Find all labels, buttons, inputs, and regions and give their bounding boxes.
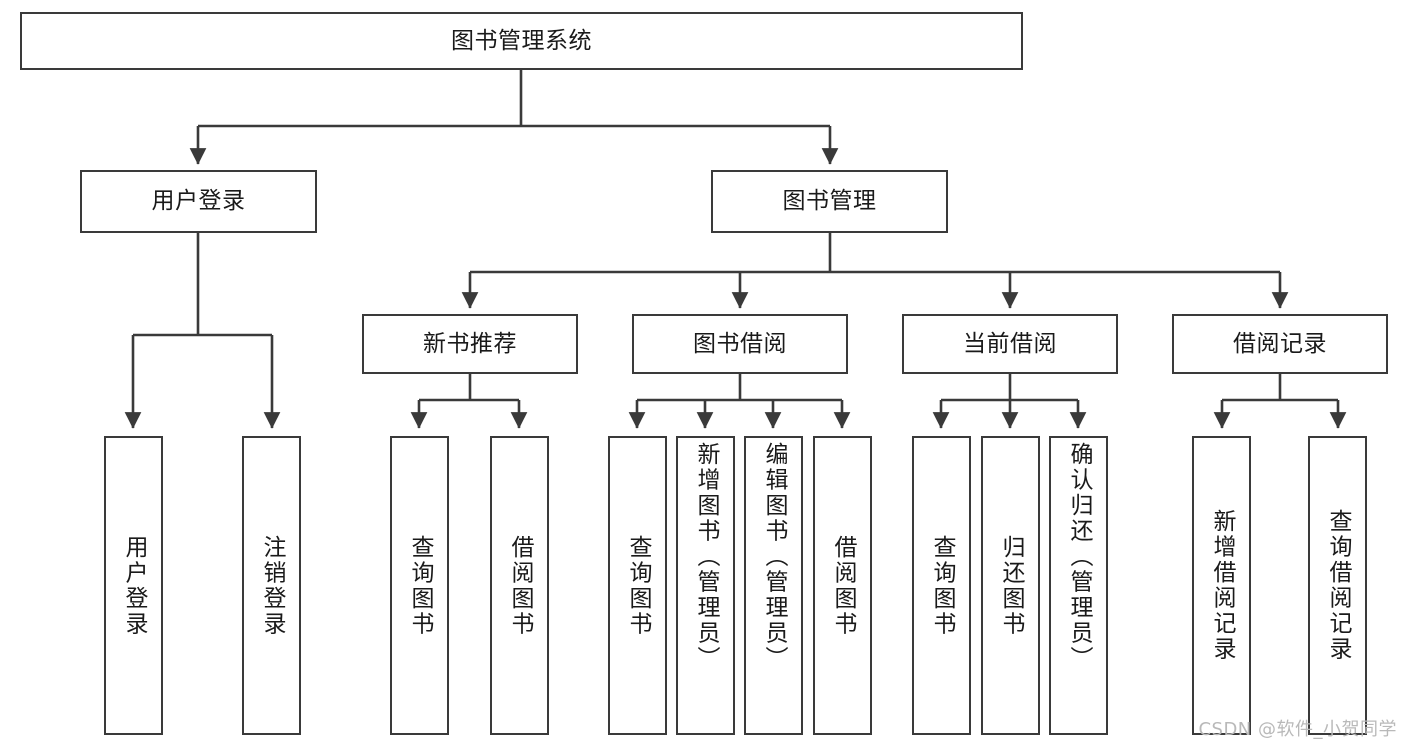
node-label: 用户登录 bbox=[151, 188, 246, 215]
node-label: 图书管理系统 bbox=[451, 27, 592, 54]
node-label: 查询图书 bbox=[407, 534, 433, 637]
node-label: 新书推荐 bbox=[423, 330, 517, 357]
node-label: 借阅记录 bbox=[1233, 330, 1327, 357]
leaf-new-book-borrow[interactable]: 借阅图书 bbox=[490, 436, 549, 735]
node-current-borrow[interactable]: 当前借阅 bbox=[902, 314, 1118, 374]
leaf-book-borrow-query[interactable]: 查询图书 bbox=[608, 436, 667, 735]
node-label: 查询图书 bbox=[929, 534, 955, 637]
node-label: 借阅图书 bbox=[507, 534, 533, 637]
leaf-book-borrow-borrow[interactable]: 借阅图书 bbox=[813, 436, 872, 735]
node-borrow-record[interactable]: 借阅记录 bbox=[1172, 314, 1388, 374]
leaf-borrow-record-add[interactable]: 新增借阅记录 bbox=[1192, 436, 1251, 735]
node-label: 查询借阅记录 bbox=[1325, 509, 1351, 662]
leaf-current-borrow-confirm-return[interactable]: 确认归还（管理员） bbox=[1049, 436, 1108, 735]
node-label: 借阅图书 bbox=[830, 534, 856, 637]
leaf-borrow-record-query[interactable]: 查询借阅记录 bbox=[1308, 436, 1367, 735]
node-root-book-management-system[interactable]: 图书管理系统 bbox=[20, 12, 1023, 70]
leaf-user-login-login[interactable]: 用户登录 bbox=[104, 436, 163, 735]
leaf-new-book-query[interactable]: 查询图书 bbox=[390, 436, 449, 735]
leaf-book-borrow-add[interactable]: 新增图书（管理员） bbox=[676, 436, 735, 735]
node-book-borrow[interactable]: 图书借阅 bbox=[632, 314, 848, 374]
node-label: 图书管理 bbox=[782, 188, 877, 215]
node-label: 编辑图书（管理员） bbox=[761, 442, 787, 672]
node-label: 当前借阅 bbox=[963, 330, 1057, 357]
leaf-user-login-logout[interactable]: 注销登录 bbox=[242, 436, 301, 735]
node-user-login[interactable]: 用户登录 bbox=[80, 170, 317, 233]
node-label: 归还图书 bbox=[998, 534, 1024, 637]
node-label: 新增图书（管理员） bbox=[693, 442, 719, 672]
leaf-book-borrow-edit[interactable]: 编辑图书（管理员） bbox=[744, 436, 803, 735]
watermark-text: CSDN @软件_小贺同学 bbox=[1198, 719, 1397, 740]
node-label: 新增借阅记录 bbox=[1209, 509, 1235, 662]
node-label: 查询图书 bbox=[625, 534, 651, 637]
node-label: 图书借阅 bbox=[693, 330, 787, 357]
node-book-management[interactable]: 图书管理 bbox=[711, 170, 948, 233]
node-label: 确认归还（管理员） bbox=[1066, 442, 1092, 672]
leaf-current-borrow-query[interactable]: 查询图书 bbox=[912, 436, 971, 735]
node-label: 用户登录 bbox=[121, 534, 147, 637]
node-new-book-recommend[interactable]: 新书推荐 bbox=[362, 314, 578, 374]
leaf-current-borrow-return[interactable]: 归还图书 bbox=[981, 436, 1040, 735]
node-label: 注销登录 bbox=[259, 534, 285, 637]
